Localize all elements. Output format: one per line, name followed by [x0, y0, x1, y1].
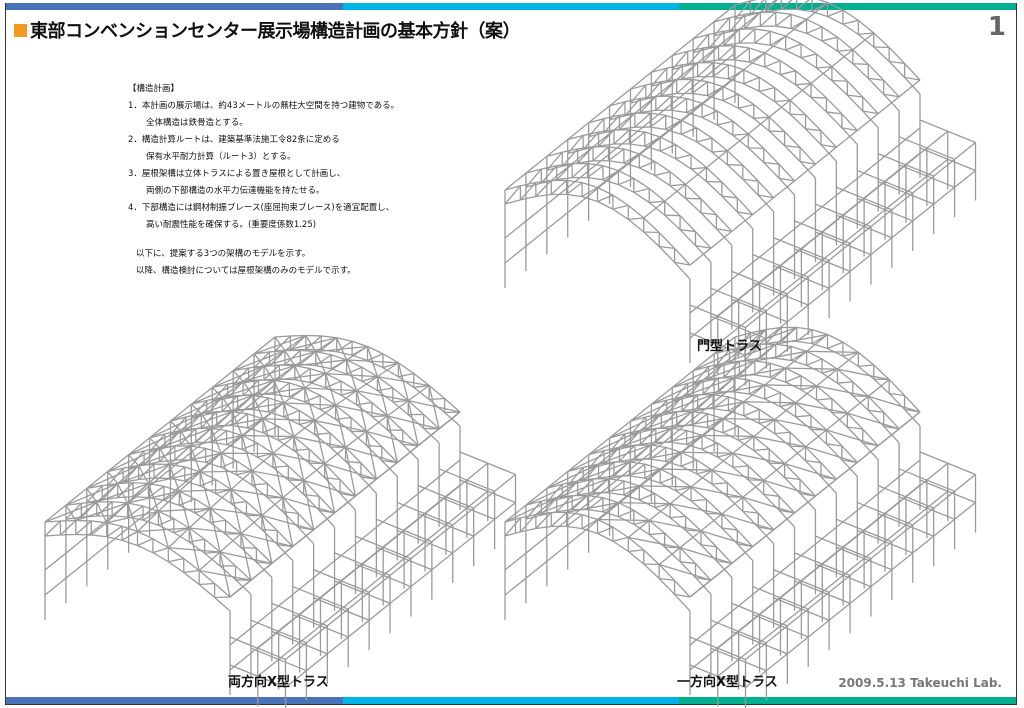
bar-segment-teal	[679, 697, 1017, 704]
item-line: 高い耐震性能を確保する。(重要度係数1.25)	[146, 220, 317, 230]
bar-segment-cyan	[342, 3, 680, 10]
structural-plan-text: 【構造計画】 1．本計画の展示場は、約43メートルの無柱大空間を持つ建物である。…	[128, 81, 399, 280]
title-square-icon	[14, 23, 27, 37]
bar-segment-teal	[679, 3, 1017, 10]
item-line: 下部構造には鋼材制振ブレース(座屈拘束ブレース)を適宜配置し、	[141, 203, 395, 213]
plan-item-4: 4．下部構造には鋼材制振ブレース(座屈拘束ブレース)を適宜配置し、	[128, 200, 399, 217]
bottom-color-bar	[6, 697, 1017, 704]
item-num: 4．	[128, 203, 142, 213]
item-line: 屋根架構は立体トラスによる置き屋根として計画し、	[141, 169, 346, 179]
plan-item-2: 2．構造計算ルートは、建築基準法施工令82条に定める	[128, 132, 399, 149]
item-line: 全体構造は鉄骨造とする。	[146, 118, 248, 128]
item-num: 1．	[128, 101, 142, 111]
footer-credit: 2009.5.13 Takeuchi Lab.	[838, 676, 1002, 690]
item-line: 本計画の展示場は、約43メートルの無柱大空間を持つ建物である。	[141, 101, 400, 111]
top-color-bar	[6, 3, 1017, 10]
item-num: 3．	[128, 169, 142, 179]
note-1: 以下に、提案する3つの架構のモデルを示す。	[136, 249, 311, 259]
truss-model-portal	[504, 0, 977, 386]
model-label-x1: 一方向X型トラス	[677, 675, 778, 690]
plan-heading: 【構造計画】	[128, 84, 180, 94]
plan-item-1: 1．本計画の展示場は、約43メートルの無柱大空間を持つ建物である。	[128, 98, 399, 115]
note-2: 以降、構造検討については屋根架構のみのモデルで示す。	[136, 266, 356, 276]
truss-model-x1	[504, 326, 977, 708]
page-number: 1	[987, 12, 1006, 42]
title-text: 東部コンベンションセンター展示場構造計画の基本方針（案）	[30, 21, 521, 42]
item-line: 両側の下部構造の水平力伝達機能を持たせる。	[146, 186, 325, 196]
item-line: 構造計算ルートは、建築基準法施工令82条に定める	[141, 135, 340, 145]
truss-model-x2	[44, 334, 517, 708]
model-label-portal: 門型トラス	[697, 339, 762, 354]
plan-item-3: 3．屋根架構は立体トラスによる置き屋根として計画し、	[128, 166, 399, 183]
bar-segment-blue	[6, 697, 343, 704]
item-num: 2．	[128, 135, 142, 145]
slide-title: 東部コンベンションセンター展示場構造計画の基本方針（案）	[14, 17, 521, 43]
bar-segment-cyan	[342, 697, 680, 704]
bar-segment-blue	[6, 3, 343, 10]
item-line: 保有水平耐力計算（ルート3）とする。	[146, 152, 296, 162]
model-label-x2: 両方向X型トラス	[228, 675, 329, 690]
